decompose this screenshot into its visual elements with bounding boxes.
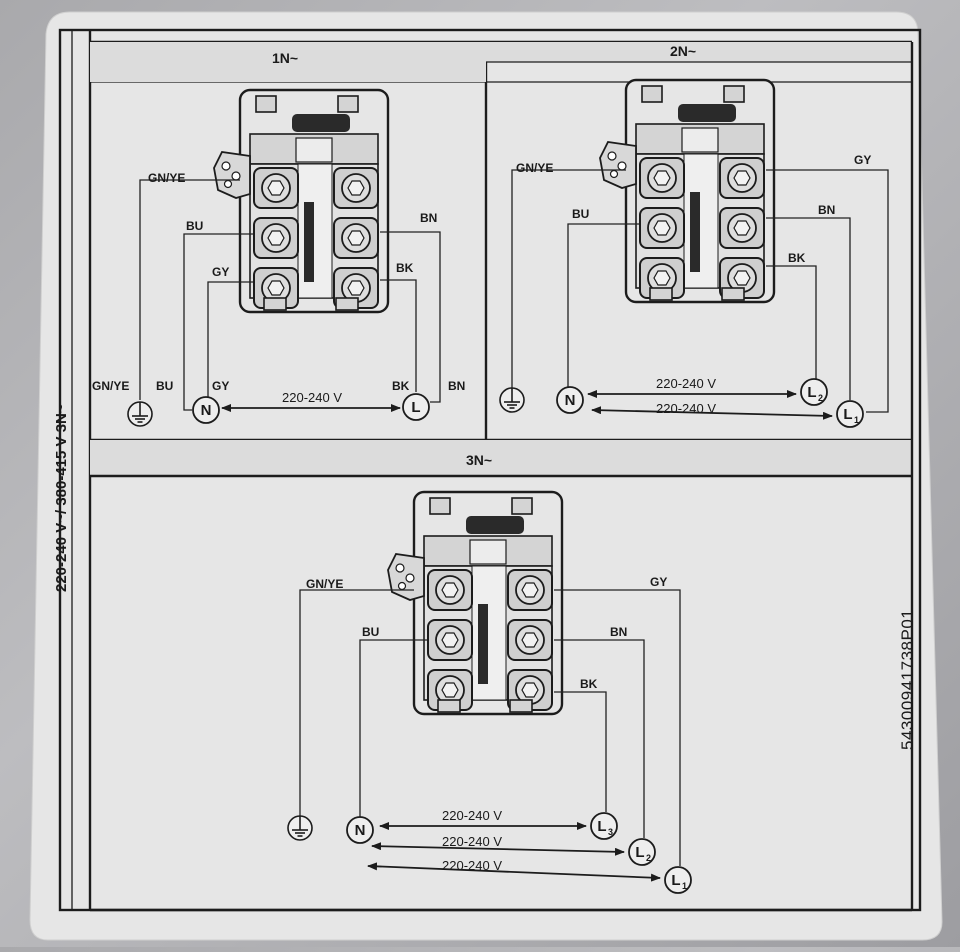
neutral-terminal-icon: N bbox=[192, 396, 220, 424]
p2n-voltage-1: 220-240 V bbox=[656, 376, 716, 391]
p1n-gy-label: GY bbox=[212, 265, 229, 279]
p1n-bn-label: BN bbox=[420, 211, 437, 225]
ground-icon bbox=[287, 815, 313, 841]
p1n-bottom-gnye: GN/YE bbox=[92, 379, 129, 393]
p2n-bn-label: BN bbox=[818, 203, 835, 217]
svg-text:L: L bbox=[671, 872, 680, 889]
p3n-voltage-3: 220-240 V bbox=[442, 858, 502, 873]
p2n-gy-label: GY bbox=[854, 153, 871, 167]
svg-text:L: L bbox=[807, 384, 816, 401]
neutral-terminal-icon: N bbox=[346, 816, 374, 844]
line-terminal-icon: L 2 bbox=[628, 838, 656, 866]
panel-2n-title: 2N~ bbox=[670, 43, 696, 59]
line-terminal-icon: L 1 bbox=[836, 400, 864, 428]
panel-3n-title: 3N~ bbox=[466, 452, 492, 468]
svg-text:1: 1 bbox=[682, 881, 687, 891]
ground-icon bbox=[499, 387, 525, 413]
p2n-bk-label: BK bbox=[788, 251, 806, 265]
part-code: 54300941738P01 bbox=[898, 609, 917, 750]
ground-icon bbox=[127, 401, 153, 427]
p3n-voltage-1: 220-240 V bbox=[442, 808, 502, 823]
p1n-gnye-label: GN/YE bbox=[148, 171, 185, 185]
svg-text:3: 3 bbox=[608, 827, 613, 837]
panel-3n: 3N~ GN/YE BU GY BN BK N L 3 L 2 L 1 bbox=[287, 452, 692, 894]
terminal-block-icon bbox=[388, 492, 562, 714]
line-terminal-icon: L bbox=[402, 393, 430, 421]
svg-text:2: 2 bbox=[646, 853, 651, 863]
p1n-bottom-bu: BU bbox=[156, 379, 173, 393]
svg-text:L: L bbox=[843, 406, 852, 423]
terminal-block-icon bbox=[600, 80, 774, 302]
p2n-gnye-label: GN/YE bbox=[516, 161, 553, 175]
line-terminal-icon: L 3 bbox=[590, 812, 618, 840]
p1n-bu-label: BU bbox=[186, 219, 203, 233]
p3n-bu-label: BU bbox=[362, 625, 379, 639]
p1n-voltage: 220-240 V bbox=[282, 390, 342, 405]
svg-text:L: L bbox=[597, 818, 606, 835]
p3n-gnye-label: GN/YE bbox=[306, 577, 343, 591]
terminal-block-icon bbox=[214, 90, 388, 312]
p1n-bottom-bk: BK bbox=[392, 379, 410, 393]
panel-1n-title: 1N~ bbox=[272, 50, 298, 66]
p1n-bottom-bn: BN bbox=[448, 379, 465, 393]
p3n-gy-label: GY bbox=[650, 575, 667, 589]
p2n-bu-label: BU bbox=[572, 207, 589, 221]
svg-text:L: L bbox=[411, 399, 420, 416]
panel-2n: 2N~ GN/YE BU GY BN BK N L 2 L 1 220-240 … bbox=[499, 43, 889, 428]
svg-text:L: L bbox=[635, 844, 644, 861]
p1n-bottom-gy: GY bbox=[212, 379, 229, 393]
p3n-bk-label: BK bbox=[580, 677, 598, 691]
p2n-voltage-2: 220-240 V bbox=[656, 401, 716, 416]
side-voltage-label: 220-240 V~/ 380-415 V 3N~ bbox=[53, 404, 70, 592]
p1n-bk-label: BK bbox=[396, 261, 414, 275]
line-terminal-icon: L 1 bbox=[664, 866, 692, 894]
svg-text:N: N bbox=[565, 392, 576, 409]
neutral-terminal-icon: N bbox=[556, 386, 584, 414]
svg-text:N: N bbox=[201, 402, 212, 419]
svg-text:2: 2 bbox=[818, 393, 823, 403]
p3n-bn-label: BN bbox=[610, 625, 627, 639]
p3n-voltage-2: 220-240 V bbox=[442, 834, 502, 849]
panel-1n: 1N~ GN/YE BU GY BN BK GN/YE BU GY BK BN … bbox=[92, 50, 465, 427]
svg-text:1: 1 bbox=[854, 415, 859, 425]
svg-text:N: N bbox=[355, 822, 366, 839]
line-terminal-icon: L 2 bbox=[800, 378, 828, 406]
